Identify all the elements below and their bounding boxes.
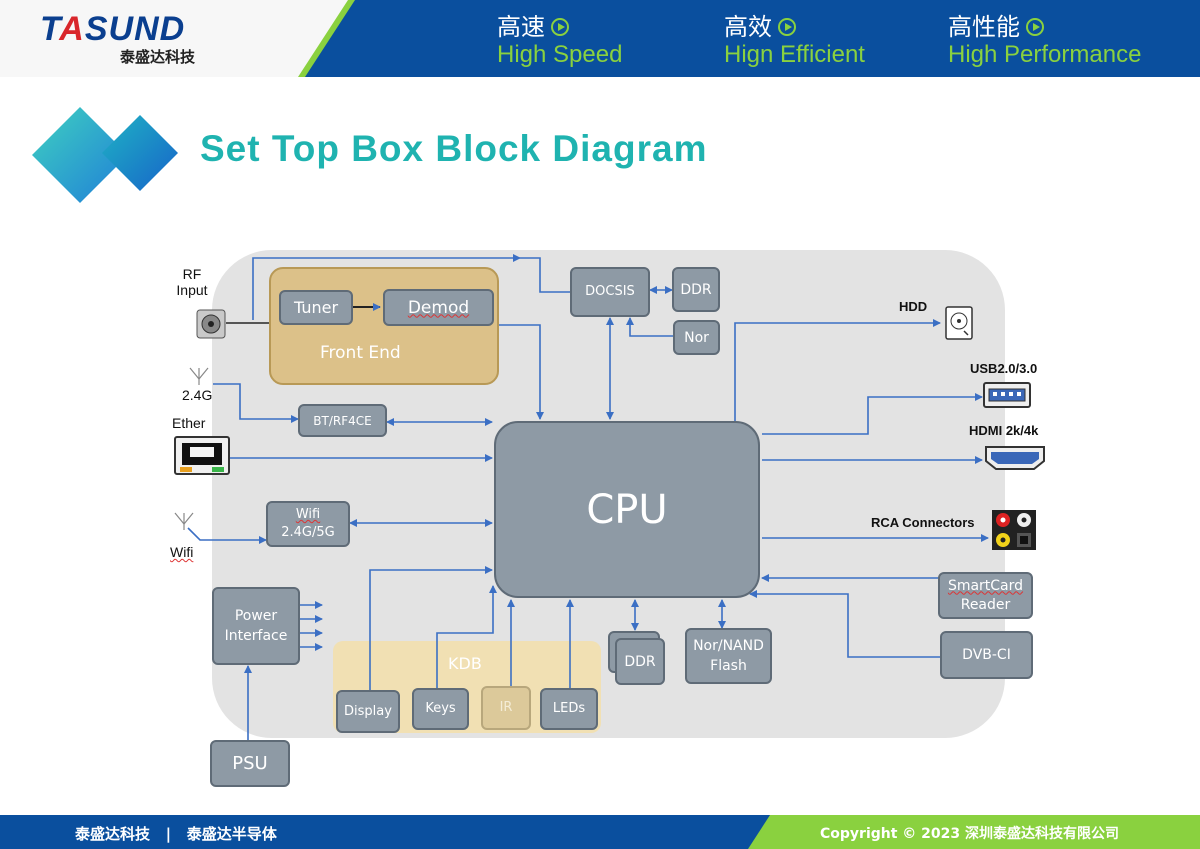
keys-block: Keys [412,688,469,730]
antenna-icon [189,367,209,385]
slogan-en: High Speed [497,41,623,68]
hdmi-label: HDMI 2k/4k [969,423,1039,438]
page-title: Set Top Box Block Diagram [200,128,708,169]
bt-rf4ce-block: BT/RF4CE [298,404,387,437]
diamond-icon [32,107,178,203]
wifi-module-band: 2.4G/5G [281,525,335,540]
nand-flash-block: Nor/NAND Flash [685,628,772,684]
ddr-bottom-block: DDR [615,638,665,685]
slogan-en: High Performance [948,41,1142,68]
rca-label: RCA Connectors [871,515,975,530]
demod-label: Demod [407,297,470,318]
leds-block: LEDs [540,688,598,730]
usb-label: USB2.0/3.0 [970,361,1038,376]
reader-label: Reader [960,596,1011,613]
play-icon [1026,18,1044,36]
dvb-ci-block: DVB-CI [940,631,1033,679]
interface-label: Interface [224,628,288,644]
bt-antenna-label: 2.4G [182,387,213,403]
rf-connector-icon [196,309,226,339]
front-end-group [269,267,499,385]
rf-input-label: RF Input [172,266,212,298]
hdd-label: HDD [899,299,928,314]
power-label: Power [234,608,278,624]
input-label: Input [176,282,208,298]
rca-connectors-icon [992,510,1036,550]
nor-top-block: Nor [673,320,720,355]
play-icon [778,18,796,36]
nand-label: Nor/NAND [693,638,764,654]
wifi-text: Wifi [170,544,194,560]
wifi-module-block: Wifi 2.4G/5G [266,501,350,547]
slogan-high-performance: 高性能 High Performance [948,13,1141,69]
ir-block: IR [481,686,531,730]
wifi-label: Wifi [170,544,193,560]
play-icon [551,18,569,36]
wifi-antenna-icon [174,512,194,530]
slogan-en: Hign Efficient [724,41,865,68]
psu-block: PSU [210,740,290,787]
slogan-high-efficient: 高效 Hign Efficient [724,13,865,69]
front-end-label: Front End [320,343,401,363]
ddr-top-block: DDR [672,267,720,312]
slogan-cn: 高效 [724,13,772,41]
usb-port-icon [983,382,1031,408]
display-block: Display [336,690,400,733]
brand-subtitle: 泰盛达科技 [120,48,196,66]
hdmi-port-icon [985,446,1045,470]
ethernet-port-icon [174,436,230,475]
smartcard-reader-block: SmartCard Reader [938,572,1033,619]
kdb-label: KDB [448,654,482,673]
flash-label: Flash [710,658,747,674]
cpu-block: CPU [494,421,760,598]
brand-logo: TASUND [40,10,186,48]
demod-block: Demod [383,289,494,326]
header-decoration [0,0,355,77]
docsis-block: DOCSIS [570,267,650,317]
hdd-icon [945,306,973,340]
tuner-block: Tuner [279,290,353,325]
footer-copyright: Copyright © 2023 深圳泰盛达科技有限公司 [820,826,1120,842]
footer-brands: 泰盛达科技 | 泰盛达半导体 [75,825,277,843]
ether-label: Ether [172,415,206,431]
footer-decoration [748,815,1200,849]
power-interface-block: Power Interface [212,587,300,665]
slogan-cn: 高速 [497,13,545,41]
rf-label: RF [182,266,202,282]
wifi-module-label: Wifi [295,507,321,522]
slogan-cn: 高性能 [948,13,1020,41]
slogan-high-speed: 高速 High Speed [497,13,622,69]
smartcard-label: SmartCard [947,577,1024,594]
